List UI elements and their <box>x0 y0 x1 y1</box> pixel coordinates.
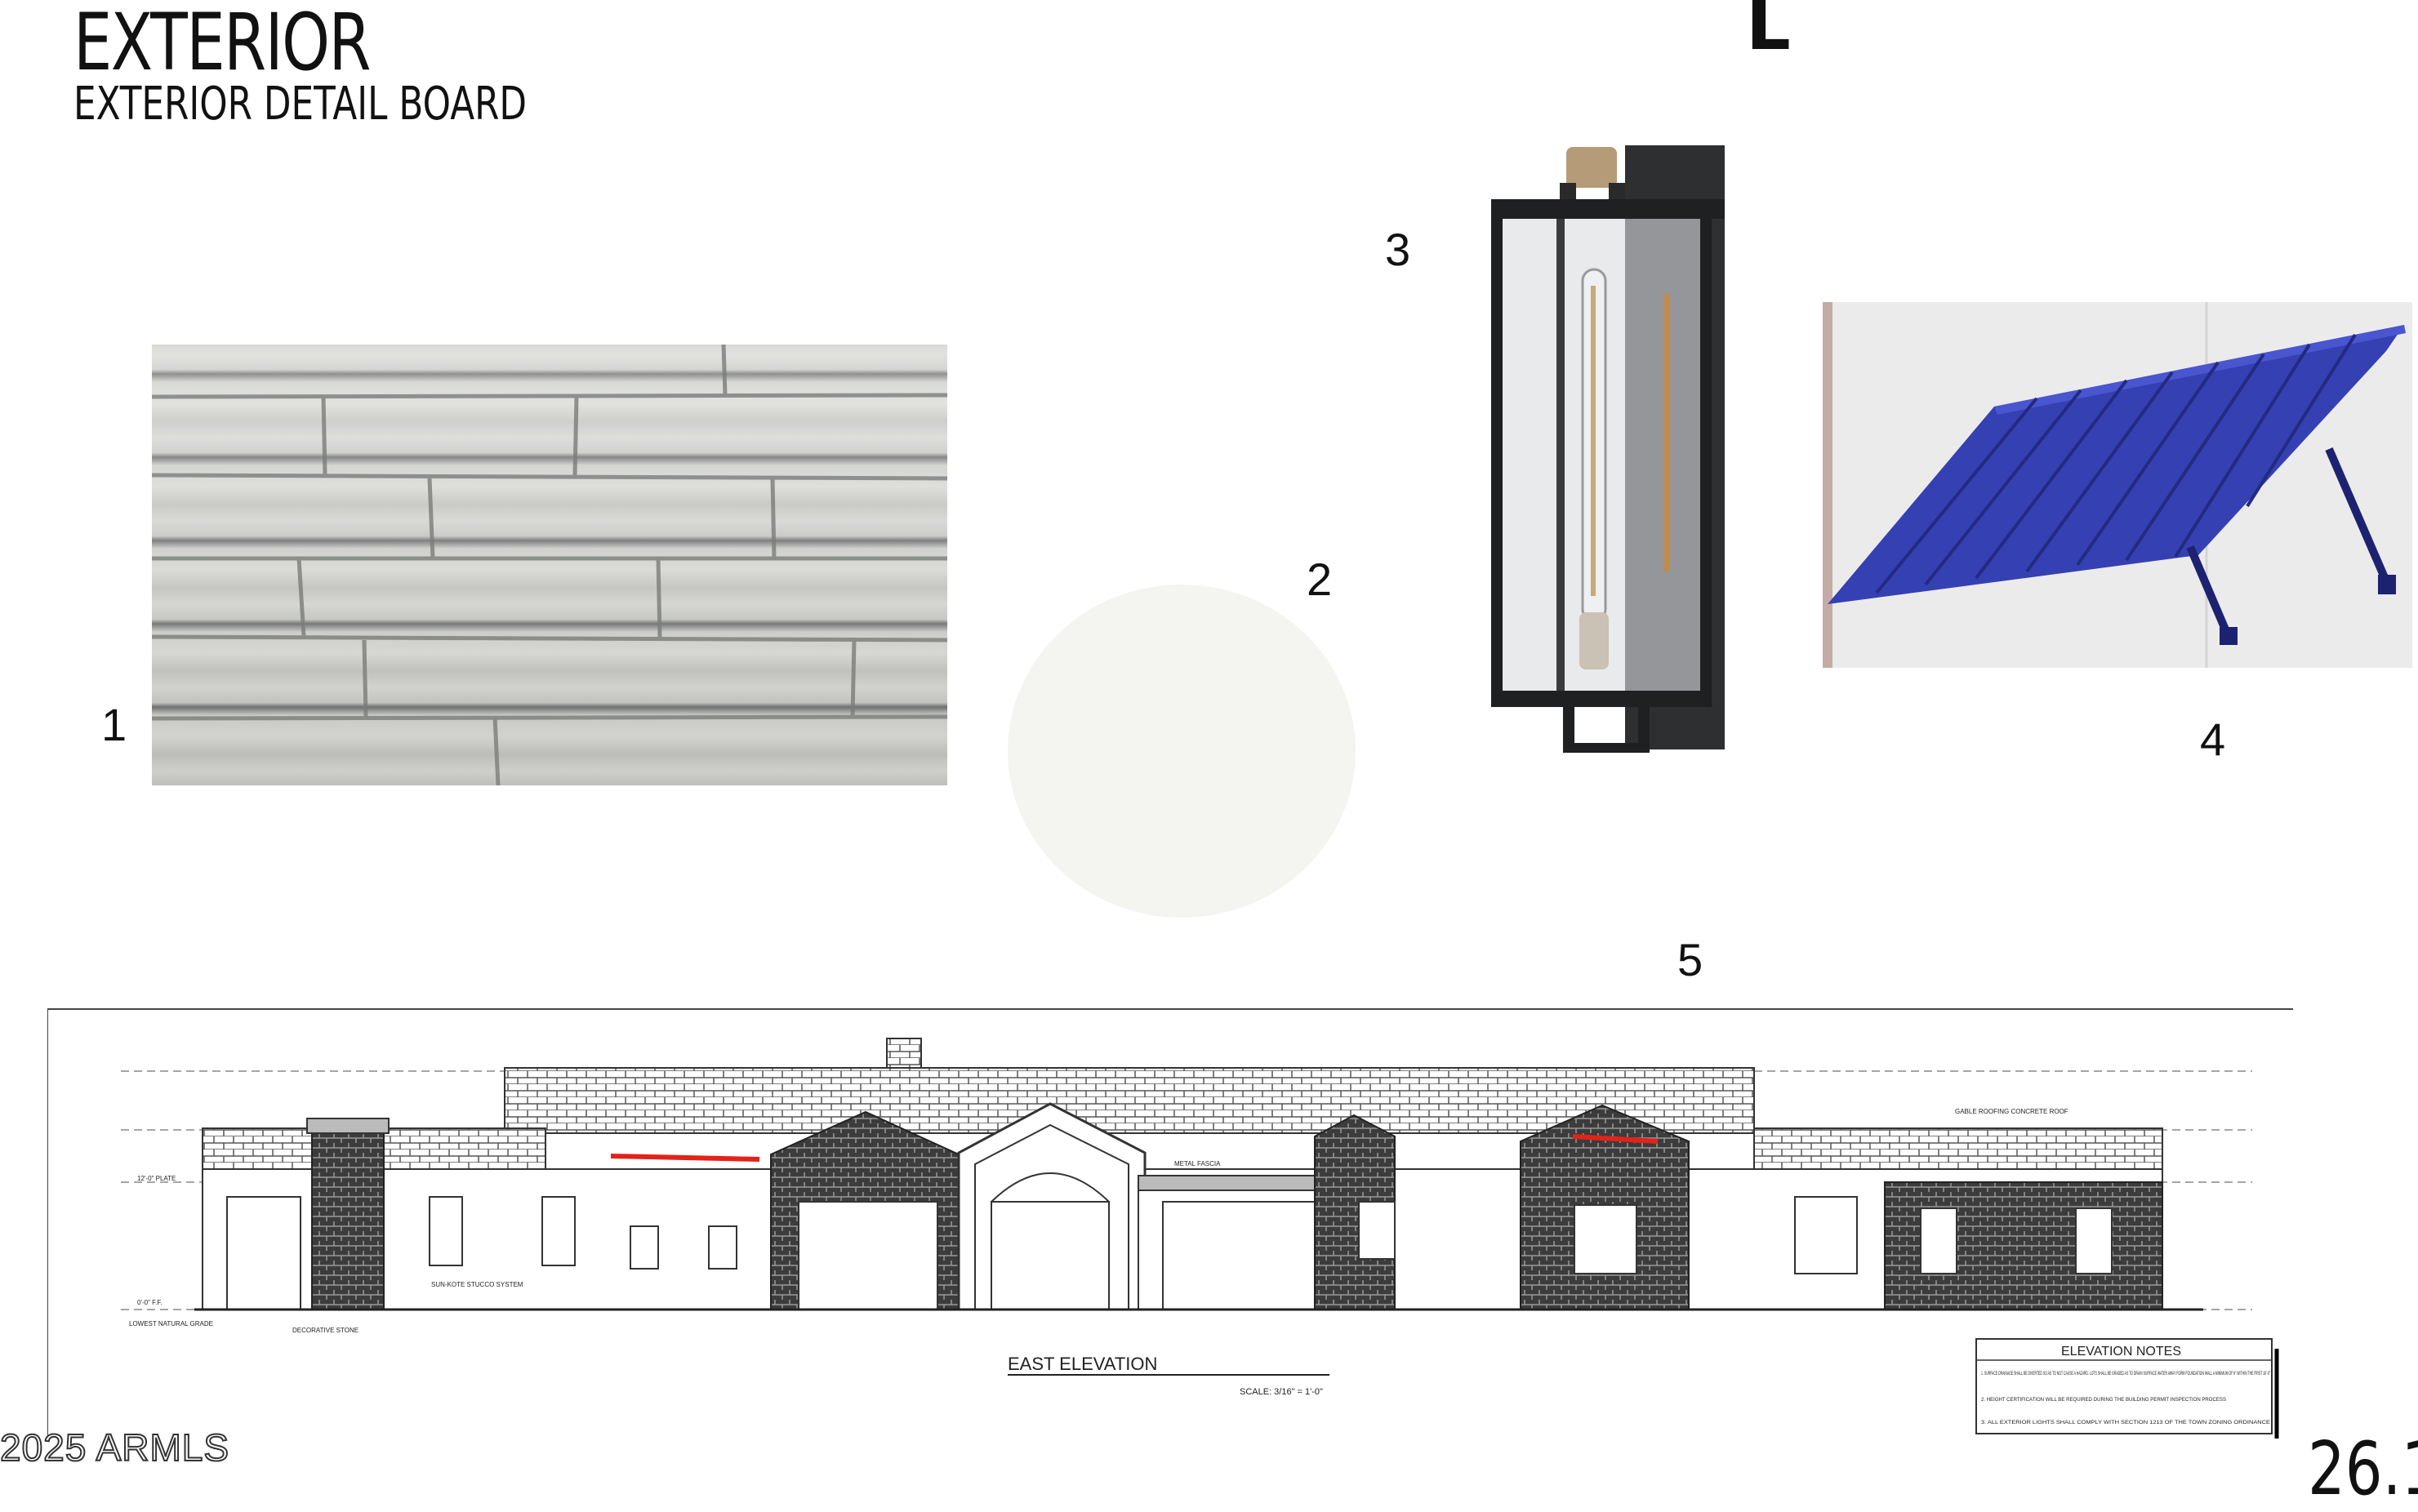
metal-awning-image <box>1823 302 2412 668</box>
item-number-4: 4 <box>2200 714 2226 765</box>
annotation-grade: LOWEST NATURAL GRADE <box>129 1320 213 1327</box>
item-number-2: 2 <box>1307 554 1333 605</box>
item-number-5: 5 <box>1677 934 1703 985</box>
view-label: EAST ELEVATION <box>1008 1354 1157 1374</box>
annotation-ff: 0'-0" F.F. <box>137 1299 163 1306</box>
lantern-sconce-image <box>1491 145 1725 753</box>
page-title: EXTERIOR <box>73 0 372 88</box>
note-1: 1. SURFACE DRAINAGE SHALL BE DIVERTED SO… <box>1981 1372 2270 1376</box>
stacked-stone-image <box>152 345 947 785</box>
note-2: 2. HEIGHT CERTIFICATION WILL BE REQUIRED… <box>1981 1398 2226 1403</box>
annotation-metal-fascia: METAL FASCIA <box>1174 1160 1221 1167</box>
corner-mark: L <box>1746 0 1791 66</box>
awning-illustration <box>1823 302 2412 668</box>
annotation-decorative-stone: DECORATIVE STONE <box>292 1327 358 1334</box>
page-subtitle: EXTERIOR DETAIL BOARD <box>73 78 528 131</box>
annotation-gable-roofing: GABLE ROOFING CONCRETE ROOF <box>1955 1108 2068 1115</box>
annotation-plate: 12'-0" PLATE <box>137 1175 176 1182</box>
paint-swatch <box>1008 585 1356 918</box>
item-number-1: 1 <box>101 699 127 750</box>
notes-title: ELEVATION NOTES <box>2061 1345 2181 1359</box>
scale-label: SCALE: 3/16" = 1'-0" <box>1240 1387 1323 1397</box>
copyright: 2025 ARMLS <box>0 1425 230 1470</box>
item-number-3: 3 <box>1385 224 1411 275</box>
stone-joints <box>152 345 947 785</box>
page-number: 26.1 <box>2308 1426 2418 1512</box>
elevation-drawing: EAST ELEVATION SCALE: 3/16" = 1'-0" META… <box>47 1008 2293 1439</box>
annotation-stucco: SUN-KOTE STUCCO SYSTEM <box>431 1281 523 1288</box>
note-3: 3. ALL EXTERIOR LIGHTS SHALL COMPLY WITH… <box>1981 1421 2270 1425</box>
